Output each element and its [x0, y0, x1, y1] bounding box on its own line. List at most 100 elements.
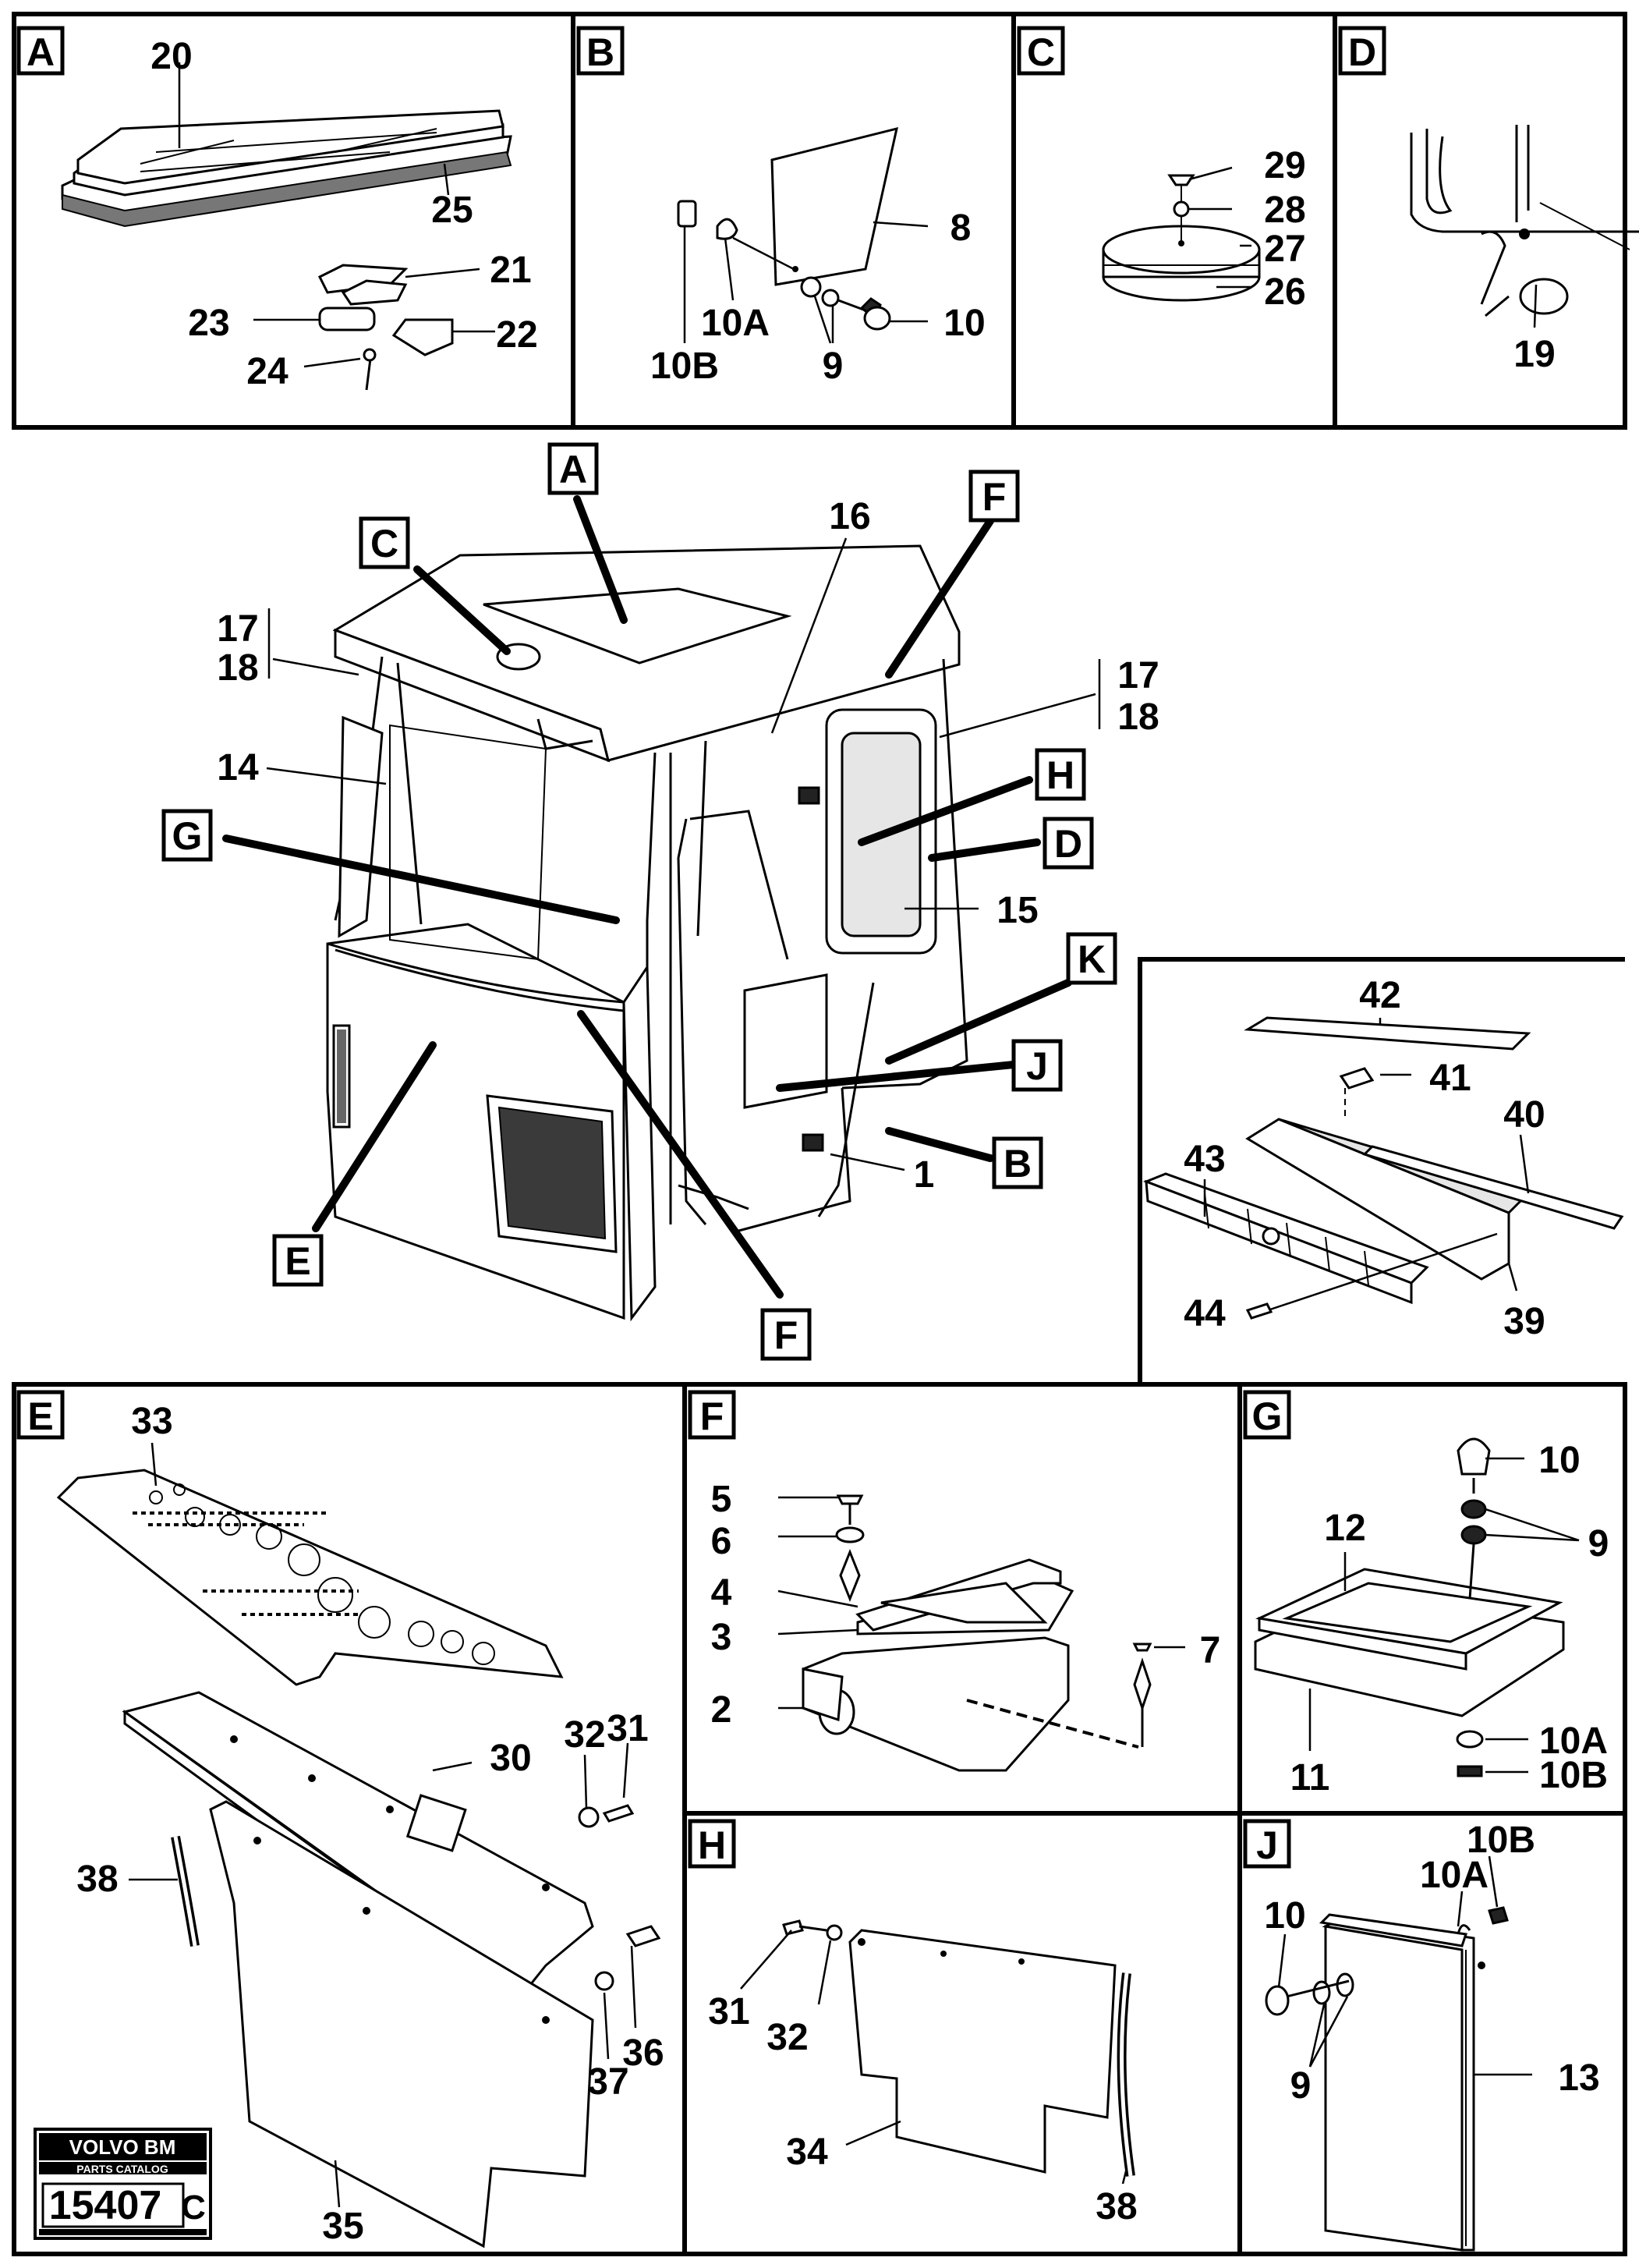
callout-f-7: 7 — [1200, 1630, 1221, 1671]
panel-h: H 31 32 34 38 — [688, 1819, 1138, 2227]
panel-f-label-box — [688, 1390, 736, 1440]
ref-g: G — [172, 814, 203, 858]
callout-e-33: 33 — [131, 1401, 172, 1442]
ref-k: K — [1078, 937, 1106, 981]
callout-main-1: 1 — [914, 1154, 935, 1196]
panel-f: F 5 6 4 3 2 7 — [688, 1390, 1221, 1772]
seal-strip-h — [1117, 1972, 1135, 2177]
callout-e-32: 32 — [564, 1714, 605, 1756]
ref-e: E — [285, 1239, 310, 1283]
panel-e-letter: E — [27, 1394, 53, 1438]
callout-g-12: 12 — [1324, 1508, 1365, 1549]
ref-box-e — [272, 1234, 324, 1287]
callout-g-10a: 10A — [1539, 1720, 1608, 1762]
callout-main-14: 14 — [217, 747, 259, 788]
callout-h-38: 38 — [1096, 2186, 1137, 2227]
ref-f-bottom: F — [774, 1313, 798, 1357]
panel-j-letter: J — [1256, 1823, 1278, 1867]
callout-main-16: 16 — [829, 496, 870, 537]
panel-a-letter: A — [27, 30, 55, 74]
ref-j: J — [1026, 1044, 1048, 1088]
seal-strip — [62, 151, 512, 228]
callout-a-22: 22 — [496, 314, 537, 356]
latch-g — [1456, 1437, 1491, 1777]
ref-box-a — [547, 442, 599, 495]
main-cab-assembly: A C F G H D K J B E F 16 17 — [161, 442, 1159, 1361]
callout-e-38: 38 — [76, 1859, 118, 1900]
callout-k-42: 42 — [1359, 975, 1400, 1016]
panel-k: 42 41 40 43 44 39 — [1142, 975, 1624, 1342]
panel-d-label-box — [1338, 26, 1386, 76]
callout-e-37: 37 — [587, 2061, 628, 2103]
callout-e-31: 31 — [607, 1708, 648, 1749]
callout-c-29: 29 — [1264, 145, 1305, 186]
ref-box-g — [161, 809, 213, 862]
callout-h-32: 32 — [766, 2017, 808, 2058]
callout-g-11: 11 — [1290, 1757, 1330, 1798]
callout-j-10b: 10B — [1467, 1820, 1535, 1861]
ref-box-b — [992, 1136, 1043, 1189]
panel-d: D 19 — [1338, 26, 1639, 375]
callout-a-24: 24 — [246, 351, 289, 392]
callout-main-17-right: 17 — [1117, 655, 1159, 696]
ref-box-h — [1035, 748, 1086, 801]
callout-f-6: 6 — [711, 1521, 732, 1562]
callout-main-18-left: 18 — [217, 647, 258, 689]
callout-g-10b: 10B — [1539, 1755, 1608, 1796]
callout-h-31: 31 — [708, 1991, 749, 2032]
side-door-panel — [1319, 1913, 1475, 2252]
callout-j-10: 10 — [1264, 1895, 1305, 1937]
callout-k-40: 40 — [1503, 1094, 1545, 1136]
callout-b-9: 9 — [823, 346, 844, 387]
callout-b-10: 10 — [943, 303, 985, 344]
logo-suffix: C — [181, 2188, 206, 2227]
cab-front-shell — [326, 715, 657, 1322]
callout-b-10a: 10A — [701, 303, 770, 344]
bolt-h — [782, 1919, 843, 1941]
panel-h-label-box — [688, 1819, 736, 1869]
panel-g-label-box — [1243, 1390, 1291, 1440]
ref-f-top: F — [982, 475, 1007, 519]
callout-j-9: 9 — [1290, 2065, 1312, 2107]
side-shield — [848, 1929, 1117, 2174]
callout-c-26: 26 — [1264, 271, 1305, 313]
roof-hatch-cover — [61, 109, 512, 216]
ref-box-c — [359, 516, 410, 569]
callout-h-34: 34 — [786, 2132, 828, 2173]
callout-e-36: 36 — [622, 2032, 664, 2074]
callout-b-8: 8 — [950, 207, 972, 249]
callout-main-15: 15 — [996, 890, 1038, 931]
panel-b-label-box — [576, 26, 625, 76]
logo-number: 15407 — [49, 2183, 162, 2228]
cover-plate — [770, 126, 898, 286]
panel-j: J 10B 10A 10 9 13 — [1243, 1819, 1600, 2252]
ref-c: C — [370, 522, 398, 565]
panel-j-label-box — [1243, 1819, 1291, 1869]
callout-g-9: 9 — [1588, 1523, 1609, 1565]
callout-d-19: 19 — [1513, 334, 1555, 375]
latch-bracket — [677, 200, 891, 331]
corner-bracket — [802, 1558, 1139, 1772]
panel-e-label-box — [16, 1390, 65, 1440]
callout-b-10b: 10B — [650, 346, 719, 387]
ref-box-f-top — [968, 470, 1020, 523]
logo-line1: VOLVO BM — [69, 2135, 176, 2159]
ref-d: D — [1054, 822, 1082, 866]
panel-b-letter: B — [586, 30, 614, 74]
callout-c-28: 28 — [1264, 190, 1305, 231]
callout-f-5: 5 — [711, 1479, 732, 1520]
panel-c: C 29 28 27 26 — [1017, 26, 1306, 313]
callout-main-17-left: 17 — [217, 608, 258, 650]
ref-b: B — [1004, 1142, 1032, 1185]
panel-a: A 20 25 21 23 22 2 — [16, 26, 538, 392]
hatch-frame — [1254, 1568, 1565, 1717]
ref-box-j — [1011, 1039, 1063, 1092]
callout-f-3: 3 — [711, 1617, 732, 1658]
callout-e-35: 35 — [322, 2206, 363, 2247]
callout-main-18-right: 18 — [1117, 696, 1159, 738]
panel-e: E 33 30 — [16, 1390, 664, 2249]
callout-k-41: 41 — [1429, 1058, 1471, 1099]
callout-e-30: 30 — [490, 1738, 531, 1779]
volvo-logo: VOLVO BM PARTS CATALOG 15407 C — [34, 2128, 212, 2240]
